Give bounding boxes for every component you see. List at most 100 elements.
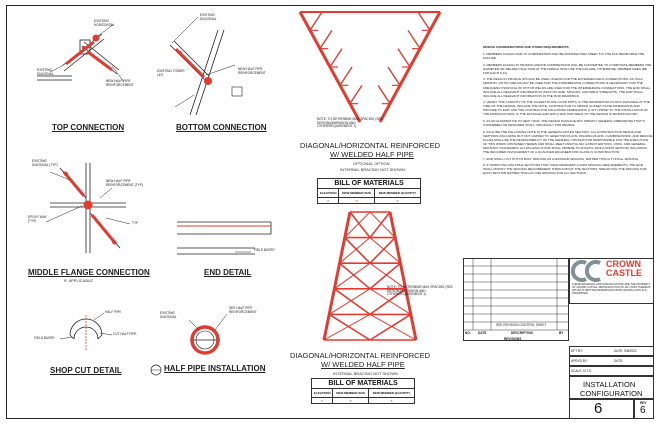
tower-lower-diagonal-c-2 (369, 262, 406, 290)
revision-table (463, 258, 569, 341)
bom-lower-cell-2: X (367, 397, 416, 404)
end-detail-drawing (177, 221, 272, 255)
rev-box (634, 399, 654, 419)
revision-col-no: NO. (465, 331, 471, 335)
tower-lower-diagonal-b-3 (328, 288, 371, 315)
tower-lower-title-2: W/ WELDED HALF PIPE (321, 360, 405, 369)
design-note-4: 4. VERIFY THE CAPACITY OF THE GUSSET PLA… (483, 100, 650, 117)
middle-flange-label-2: EPOXY WAY (TYP) (28, 215, 47, 223)
tower-lower-diagonal-l-1 (344, 237, 371, 264)
title-field-0 (569, 346, 654, 356)
half-pipe-install-label-0: EXISTING DIAGONAL (160, 311, 177, 319)
tower-upper-brace-r-4 (387, 66, 401, 86)
title-field-0-value: DATE: 9/8/2023 (614, 349, 637, 353)
tower-lower-leg-left (322, 211, 352, 341)
tower-lower-diagonal-b-2 (334, 262, 371, 290)
tower-upper-brace-l-2 (319, 29, 333, 50)
tower-upper-elevation (298, 11, 442, 123)
tower-lower-diagonal-r-0 (369, 211, 391, 239)
tower-lower-diagonal-l-0 (349, 211, 371, 239)
bottom-connection-label-2: NEW HALF PIPE REINFORCEMENT (238, 67, 266, 75)
bottom-connection-drawing (169, 16, 243, 116)
tower-upper-brace-r-3 (397, 48, 411, 68)
company-name-line2: CASTLE (606, 268, 642, 278)
tower-lower-diagonal-b-1 (339, 237, 371, 264)
tower-lower-subtitle-1: INTERNAL BRACING NOT SHOWN (333, 371, 398, 376)
tower-upper-brace-l-5 (349, 84, 363, 105)
tower-upper-brace-l-4 (339, 66, 353, 86)
company-name-line1: CROWN (606, 259, 641, 269)
tower-lower-diagonal-l-2 (339, 262, 371, 290)
bom-upper-cell-0: X (316, 197, 340, 204)
tower-upper-brace-r-5 (377, 84, 391, 105)
top-connection-label-0: EXISTING HORIZONTAL (94, 19, 115, 27)
tower-lower-diagonal-r-4 (369, 313, 412, 341)
tower-lower-diagonal-b-4 (323, 313, 371, 341)
title-field-2 (569, 366, 654, 376)
design-note-2: 2. MEMBERS FAILING IN TENSION AND/OR COM… (483, 62, 652, 75)
tower-lower-diagonal-r-1 (369, 237, 396, 264)
tower-lower-diagonal-l-4 (328, 313, 371, 341)
company-disclaimer: THESE DRAWINGS AND SPECIFICATIONS ARE TH… (572, 283, 651, 295)
tower-upper-brace-l-3 (329, 48, 343, 68)
middle-flange-label-1: NEW HALF PIPE REINFORCEMENT (TYP) (106, 179, 143, 187)
title-field-1-value: DATE: (614, 359, 624, 363)
bom-upper-col-2: NEW MEMBER QUANTITY (373, 188, 422, 198)
half-pipe-install-label-1: SEE HALF PIPE REINFORCEMENT (229, 306, 257, 314)
bom-lower-col-0: ELEVATION (310, 388, 334, 398)
sheet-title-line2: CONFIGURATION (580, 389, 643, 398)
middle-flange-title: MIDDLE FLANGE CONNECTION (28, 268, 150, 277)
shop-cut-label-1: CUT HALF PIPE (113, 332, 137, 336)
bom-lower-col-2: NEW MEMBER QUANTITY (367, 388, 416, 398)
design-note-6: 6. INCLUDE THE FOLLOWING NOTE IN THE GEN… (483, 129, 653, 155)
end-detail-title: END DETAIL (204, 268, 252, 277)
title-field-1 (569, 356, 654, 366)
shop-cut-drawing (59, 312, 113, 351)
tower-lower-diagonal-r-2 (369, 262, 401, 290)
top-connection-drawing (37, 23, 125, 83)
tower-lower-elevation (322, 211, 418, 341)
sheet-title-box (569, 376, 654, 399)
revision-footer: REVISIONS (504, 337, 522, 341)
design-note-5: 5. AS AN ALTERNATIVE TO NEW YOUR, THE DE… (483, 118, 646, 128)
tower-upper-brace-r-1 (417, 11, 431, 31)
tower-lower-title-1: DIAGONAL/HORIZONTAL REINFORCED (290, 351, 431, 360)
tower-upper-brace-l-1 (309, 11, 323, 31)
rev-label: REV (640, 401, 647, 405)
shop-cut-label-0: HALF PIPE (105, 310, 122, 314)
company-logo-box (569, 258, 654, 304)
design-notes-heading: DESIGN CONSIDERATIONS AND OTHER REQUIREM… (483, 45, 570, 49)
end-detail-label-0: FIELD BURRY (254, 248, 276, 252)
sheet-number-box (569, 399, 634, 419)
bom-table-lower: BILL OF MATERIALS ELEVATION NEW MEMBER S… (310, 378, 416, 404)
revision-col-description: DESCRIPTION (511, 331, 533, 335)
bottom-connection-title: BOTTOM CONNECTION (176, 123, 267, 132)
middle-flange-label-3: TYP (132, 221, 139, 225)
middle-flange-drawing (45, 163, 131, 253)
bom-lower-col-1: NEW MEMBER SIZE (332, 388, 369, 398)
tower-lower-diagonal-c-0 (369, 211, 396, 238)
tower-lower-leg-right (388, 211, 418, 341)
shop-cut-label-2: FIELD BURRY (34, 336, 56, 340)
bom-upper-title: BILL OF MATERIALS (317, 178, 421, 189)
tower-lower-diagonal-c-1 (369, 237, 401, 264)
title-field-1-label: APRVD BY: (571, 359, 588, 363)
revision-center-label: SEE REVISION CONTROL SHEET (496, 323, 547, 327)
tower-upper-subtitle-1: OPTIONAL OPTION (353, 161, 390, 166)
sheet-number: 6 (594, 400, 603, 417)
title-field-0-label: DFT BY: (571, 349, 583, 353)
bom-upper-cell-2: X (373, 197, 422, 204)
shop-cut-title: SHOP CUT DETAIL (50, 366, 122, 375)
bom-upper-col-1: NEW MEMBER SIZE (338, 188, 375, 198)
revision-table-lines (463, 258, 569, 331)
title-field-2-label: SCALE: N.T.S. (571, 369, 592, 373)
design-note-7: 7. EOR SHALL LIST STITCH BOLT SPACING AS… (483, 156, 640, 161)
tower-upper-callout: NOTE: TO DETERMINE MAX SPACING (SEE DESI… (317, 117, 383, 129)
bom-lower-cell-1: X (332, 397, 369, 404)
drawing-frame (6, 5, 654, 419)
detail-marker-icon (150, 364, 162, 376)
tower-upper-title-1: DIAGONAL/HORIZONTAL REINFORCED (300, 141, 441, 150)
rev-number: 6 (640, 405, 646, 416)
bom-upper-cell-1: X (338, 197, 375, 204)
design-notes: DESIGN CONSIDERATIONS AND OTHER REQUIREM… (483, 45, 653, 178)
